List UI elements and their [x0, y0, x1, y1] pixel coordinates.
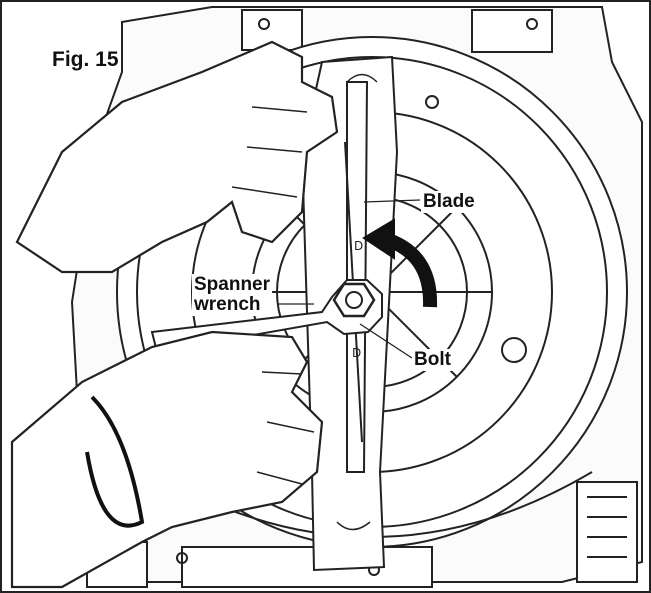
bolt-head: [345, 291, 363, 309]
lower-plate: [181, 546, 433, 588]
mount-hole: [425, 95, 439, 109]
spanner-label-line1: Spanner: [194, 274, 271, 295]
top-bracket-right: [471, 9, 553, 53]
leader-blade: [363, 199, 421, 203]
spanner-wrench-label: Spanner wrench: [192, 274, 273, 316]
figure-title: Fig. 15: [52, 48, 119, 71]
rotation-direction-icon: [346, 73, 378, 83]
wrist-band: [85, 395, 145, 528]
blade-slot: [346, 81, 369, 473]
screw: [526, 18, 538, 30]
lower-finger: [256, 371, 315, 485]
rotate-arrow-head: [362, 218, 395, 260]
lower-hand: [10, 330, 324, 589]
mount-hole: [501, 337, 527, 363]
blade-label: Blade: [421, 191, 477, 213]
rotation-direction-icon: [336, 521, 371, 531]
screw: [176, 552, 188, 564]
upper-hand: [15, 40, 339, 274]
svg-text:D: D: [352, 346, 361, 360]
svg-text:D: D: [354, 239, 363, 253]
bolt-icon: [332, 282, 376, 318]
screw: [258, 18, 270, 30]
wheel-right: [576, 481, 638, 583]
wheel-tread: [587, 496, 627, 558]
bolt-label: Bolt: [412, 349, 453, 371]
upper-finger: [231, 106, 308, 198]
spanner-label-line2: wrench: [194, 293, 261, 315]
leader-bolt: [359, 323, 413, 359]
